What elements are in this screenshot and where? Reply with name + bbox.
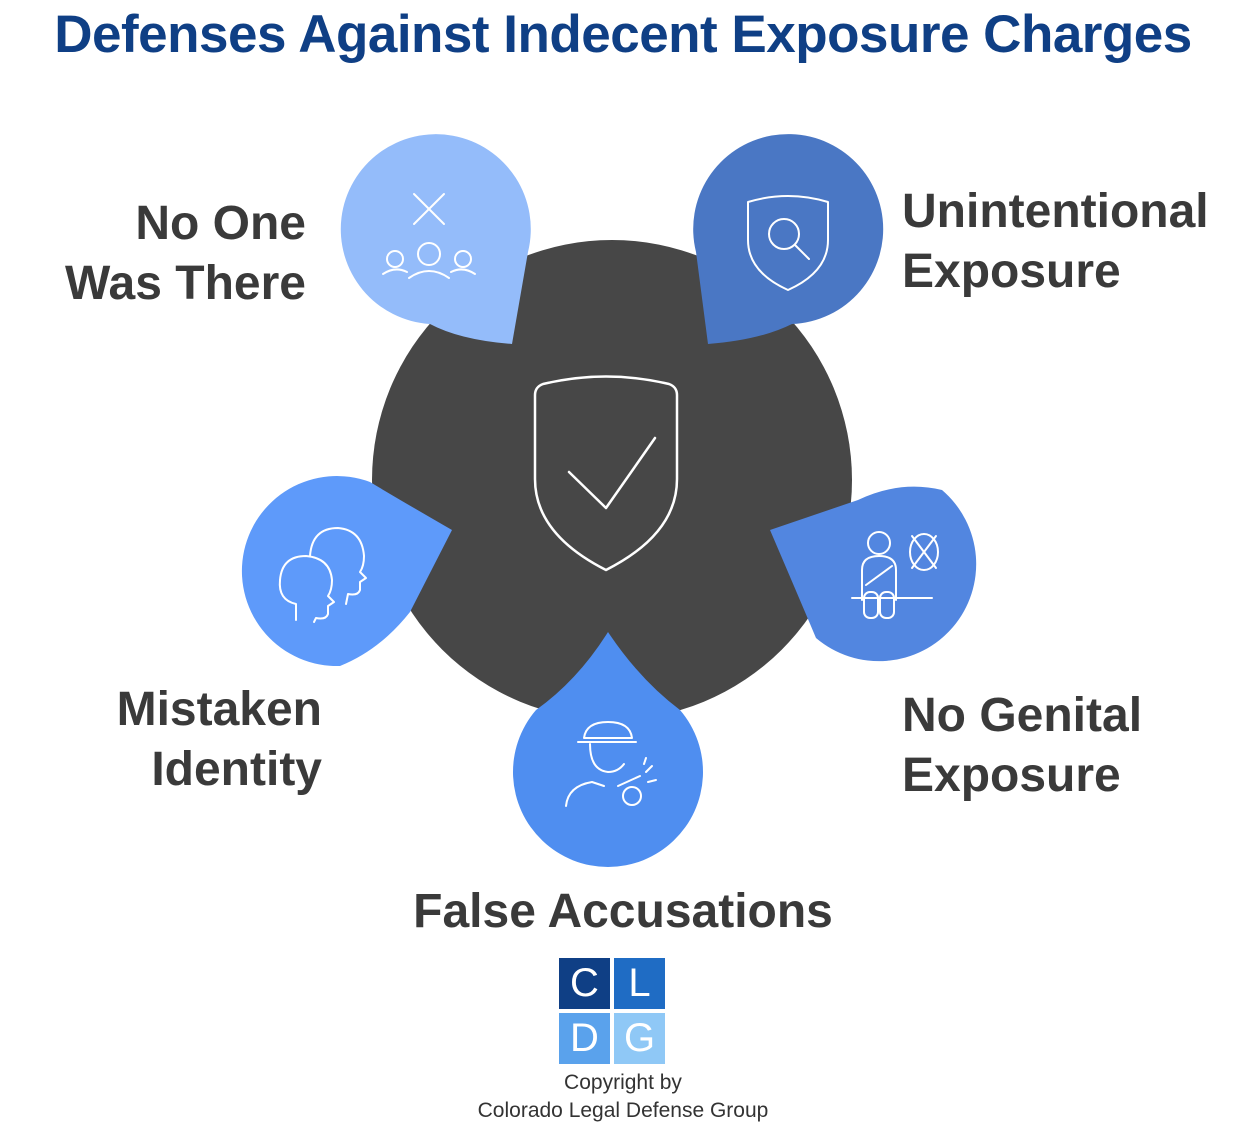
copyright-line2: Colorado Legal Defense Group	[477, 1099, 769, 1122]
label-no-one-was-there: No One Was There	[65, 194, 306, 314]
shield-search-icon	[747, 195, 829, 291]
whistleblower-icon	[565, 721, 657, 807]
label-line: False Accusations	[413, 885, 833, 938]
label-line: No One	[135, 197, 306, 250]
petal-false-accusations	[513, 632, 704, 867]
page-title: Defenses Against Indecent Exposure Charg…	[54, 5, 1192, 64]
petal-unintentional-exposure	[693, 134, 884, 344]
label-mistaken-identity: Mistaken Identity	[117, 680, 322, 800]
no-people-icon	[382, 193, 476, 279]
two-heads-icon	[278, 527, 367, 623]
label-line: Was There	[65, 257, 306, 310]
logo-letter-l: L	[614, 958, 665, 1009]
label-line: Unintentional	[902, 185, 1209, 238]
logo-letter-c: C	[559, 958, 610, 1009]
logo-letter-d: D	[559, 1013, 610, 1064]
seated-person-icon	[851, 531, 939, 619]
label-line: Mistaken	[116, 683, 322, 736]
petal-no-genital-exposure	[770, 486, 977, 662]
cldg-logo: C L D G	[559, 958, 665, 1064]
label-unintentional-exposure: Unintentional Exposure	[902, 182, 1209, 302]
petal-no-one-was-there	[340, 134, 531, 344]
label-false-accusations: False Accusations	[0, 882, 1246, 942]
central-hub	[372, 240, 852, 720]
label-line: No Genital	[902, 689, 1143, 742]
label-line: Exposure	[902, 749, 1121, 802]
label-line: Identity	[151, 743, 322, 796]
label-no-genital-exposure: No Genital Exposure	[902, 686, 1142, 806]
logo-letter-g: G	[614, 1013, 665, 1064]
petal-mistaken-identity	[241, 476, 452, 667]
label-line: Exposure	[902, 245, 1121, 298]
shield-check-icon	[533, 375, 679, 572]
copyright-line1: Copyright by	[564, 1071, 682, 1094]
